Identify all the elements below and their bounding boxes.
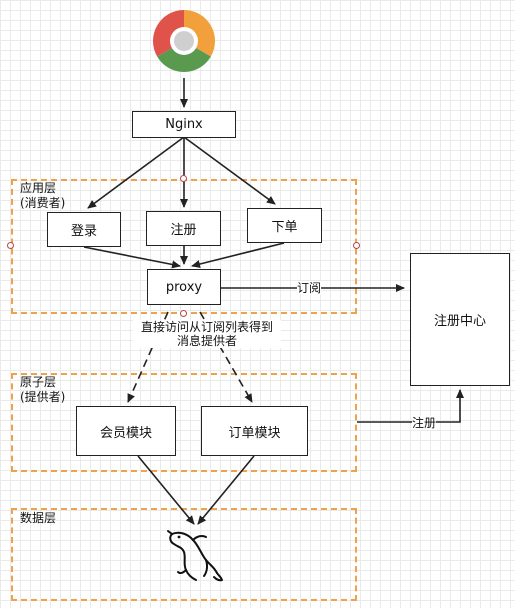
application-layer-name: 应用层	[20, 181, 57, 195]
edge-nginx-order	[183, 136, 276, 205]
selection-handle-left[interactable]	[7, 242, 14, 249]
registry-node: 注册中心	[410, 253, 510, 386]
mysql-dolphin-icon	[167, 530, 223, 582]
nginx-label: Nginx	[165, 117, 203, 132]
login-label: 登录	[70, 224, 97, 239]
edge-member-db	[137, 455, 195, 525]
application-layer-label: 应用层 (消费者)	[20, 181, 65, 211]
member-module-node: 会员模块	[76, 406, 176, 456]
chrome-icon	[152, 10, 216, 73]
order-label: 下单	[271, 220, 298, 235]
direct-access-label: 直接访问从订阅列表得到 消息提供者	[133, 320, 281, 348]
selection-handle-top[interactable]	[180, 175, 187, 182]
order-module-label: 订单模块	[228, 425, 281, 441]
register-edge-label: 注册	[412, 416, 437, 430]
direct-access-line1: 直接访问从订阅列表得到	[140, 320, 273, 334]
member-module-label: 会员模块	[99, 425, 152, 441]
application-layer-sub: (消费者)	[20, 196, 66, 210]
selection-handle-bottom[interactable]	[180, 310, 187, 317]
atomic-layer-name: 原子层	[20, 375, 57, 389]
atomic-layer	[11, 373, 357, 472]
edge-atomic-registry	[357, 389, 464, 423]
order-node: 下单	[247, 208, 322, 243]
edge-order-proxy	[191, 242, 285, 268]
order-module-node: 订单模块	[201, 406, 308, 456]
selection-handle-right[interactable]	[353, 242, 360, 249]
login-node: 登录	[47, 212, 121, 247]
registry-label: 注册中心	[433, 314, 486, 329]
register-label: 注册	[170, 223, 197, 238]
nginx-node: Nginx	[132, 111, 236, 138]
proxy-node: proxy	[147, 269, 221, 305]
proxy-label: proxy	[165, 279, 203, 295]
atomic-layer-sub: (提供者)	[20, 390, 66, 404]
edge-nginx-login	[87, 136, 185, 209]
edge-order-module-db	[197, 455, 255, 525]
subscribe-label: 订阅	[297, 281, 322, 295]
data-layer	[11, 508, 357, 601]
data-layer-name: 数据层	[20, 511, 57, 525]
data-layer-label: 数据层	[20, 511, 56, 526]
direct-access-line2: 消息提供者	[176, 334, 237, 348]
register-node: 注册	[146, 211, 221, 246]
edge-login-proxy	[83, 246, 181, 269]
atomic-layer-label: 原子层 (提供者)	[20, 375, 65, 405]
